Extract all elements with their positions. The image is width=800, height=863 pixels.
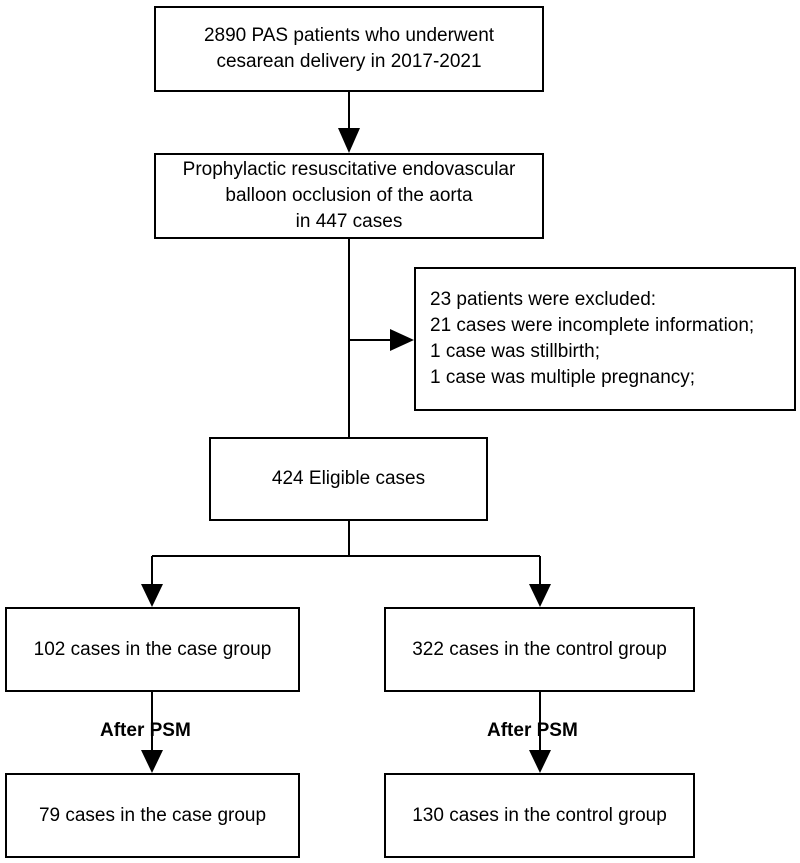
node-control-after-psm: 130 cases in the control group <box>384 773 695 858</box>
node-control-after-line-1: 130 cases in the control group <box>412 804 667 826</box>
node-total-patients: 2890 PAS patients who underwent cesarean… <box>154 6 544 92</box>
node-eligible-line-1: 424 Eligible cases <box>271 468 426 489</box>
node-excluded-line-4: 1 case was multiple pregnancy; <box>430 367 696 388</box>
node-total-line-2: cesarean delivery in 2017-2021 <box>216 51 482 72</box>
node-excluded-line-3: 1 case was stillbirth; <box>430 341 601 362</box>
node-total-line-1: 2890 PAS patients who underwent <box>203 25 495 46</box>
node-eligible: 424 Eligible cases <box>209 437 488 521</box>
node-excluded-line-1: 23 patients were excluded: <box>430 289 657 310</box>
arrowhead-to-excluded <box>390 329 414 351</box>
node-control-group-line-1: 322 cases in the control group <box>412 638 667 660</box>
arrowhead-total-to-reboa <box>338 128 360 153</box>
node-case-after-line-1: 79 cases in the case group <box>38 804 267 826</box>
node-reboa-line-1: Prophylactic resuscitative endovascular <box>182 159 516 180</box>
arrowhead-to-control-group <box>529 584 551 607</box>
node-excluded: 23 patients were excluded: 21 cases were… <box>414 267 796 411</box>
node-case-group-line-1: 102 cases in the case group <box>33 638 272 660</box>
node-reboa-line-2: balloon occlusion of the aorta <box>225 185 473 206</box>
arrowhead-control-psm <box>529 750 551 773</box>
node-case-after-psm: 79 cases in the case group <box>5 773 300 858</box>
label-after-psm-case: After PSM <box>100 720 191 741</box>
node-reboa: Prophylactic resuscitative endovascular … <box>154 153 544 239</box>
node-excluded-line-2: 21 cases were incomplete information; <box>430 315 755 336</box>
node-control-group: 322 cases in the control group <box>384 607 695 692</box>
node-reboa-line-3: in 447 cases <box>295 211 403 232</box>
label-after-psm-control: After PSM <box>487 720 578 741</box>
node-case-group: 102 cases in the case group <box>5 607 300 692</box>
arrowhead-to-case-group <box>141 584 163 607</box>
arrowhead-case-psm <box>141 750 163 773</box>
